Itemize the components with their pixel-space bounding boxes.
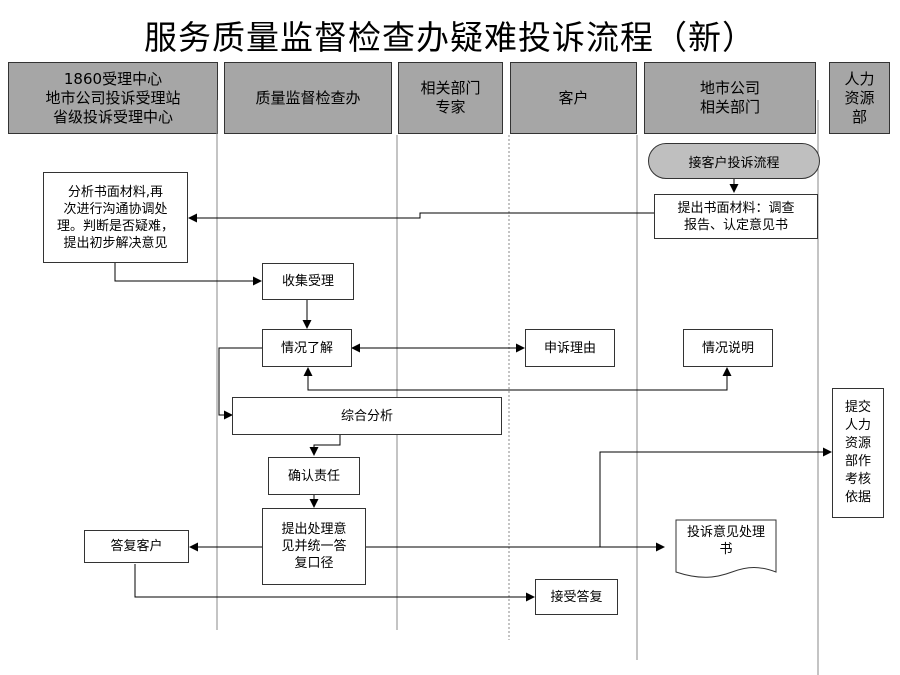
reply-customer-box: 答复客户 — [84, 530, 189, 563]
analyze-materials-box: 分析书面材料,再 次进行沟通协调处 理。判断是否疑难， 提出初步解决意见 — [43, 172, 188, 263]
appeal-reason-box: 申诉理由 — [525, 329, 615, 367]
lane-header-customer: 客户 — [510, 62, 637, 134]
comprehensive-analysis-box: 综合分析 — [232, 397, 502, 435]
lane-header-experts: 相关部门 专家 — [398, 62, 503, 134]
confirm-responsibility-box: 确认责任 — [268, 457, 360, 495]
propose-handling-box: 提出处理意 见并统一答 复口径 — [262, 508, 366, 585]
understand-situation-box: 情况了解 — [262, 329, 352, 367]
submit-materials-box: 提出书面材料：调查 报告、认定意见书 — [654, 194, 818, 239]
submit-to-hr-box: 提交 人力 资源 部作 考核 依据 — [832, 388, 884, 518]
collect-box: 收集受理 — [262, 263, 354, 300]
lane-header-local-departments: 地市公司 相关部门 — [644, 62, 816, 134]
page-title: 服务质量监督检查办疑难投诉流程（新） — [144, 18, 756, 57]
lane-header-acceptance-center: 1860受理中心 地市公司投诉受理站 省级投诉受理中心 — [8, 62, 218, 134]
report-document-shape — [675, 519, 777, 578]
accept-reply-box: 接受答复 — [535, 579, 618, 615]
situation-explanation-box: 情况说明 — [683, 329, 773, 367]
complaint-handling-document: 投诉意见处理 书 — [686, 525, 765, 557]
lane-header-quality-office: 质量监督检查办 — [224, 62, 392, 134]
lane-header-hr: 人力 资源 部 — [829, 62, 890, 134]
start-customer-complaint: 接客户投诉流程 — [648, 143, 820, 179]
